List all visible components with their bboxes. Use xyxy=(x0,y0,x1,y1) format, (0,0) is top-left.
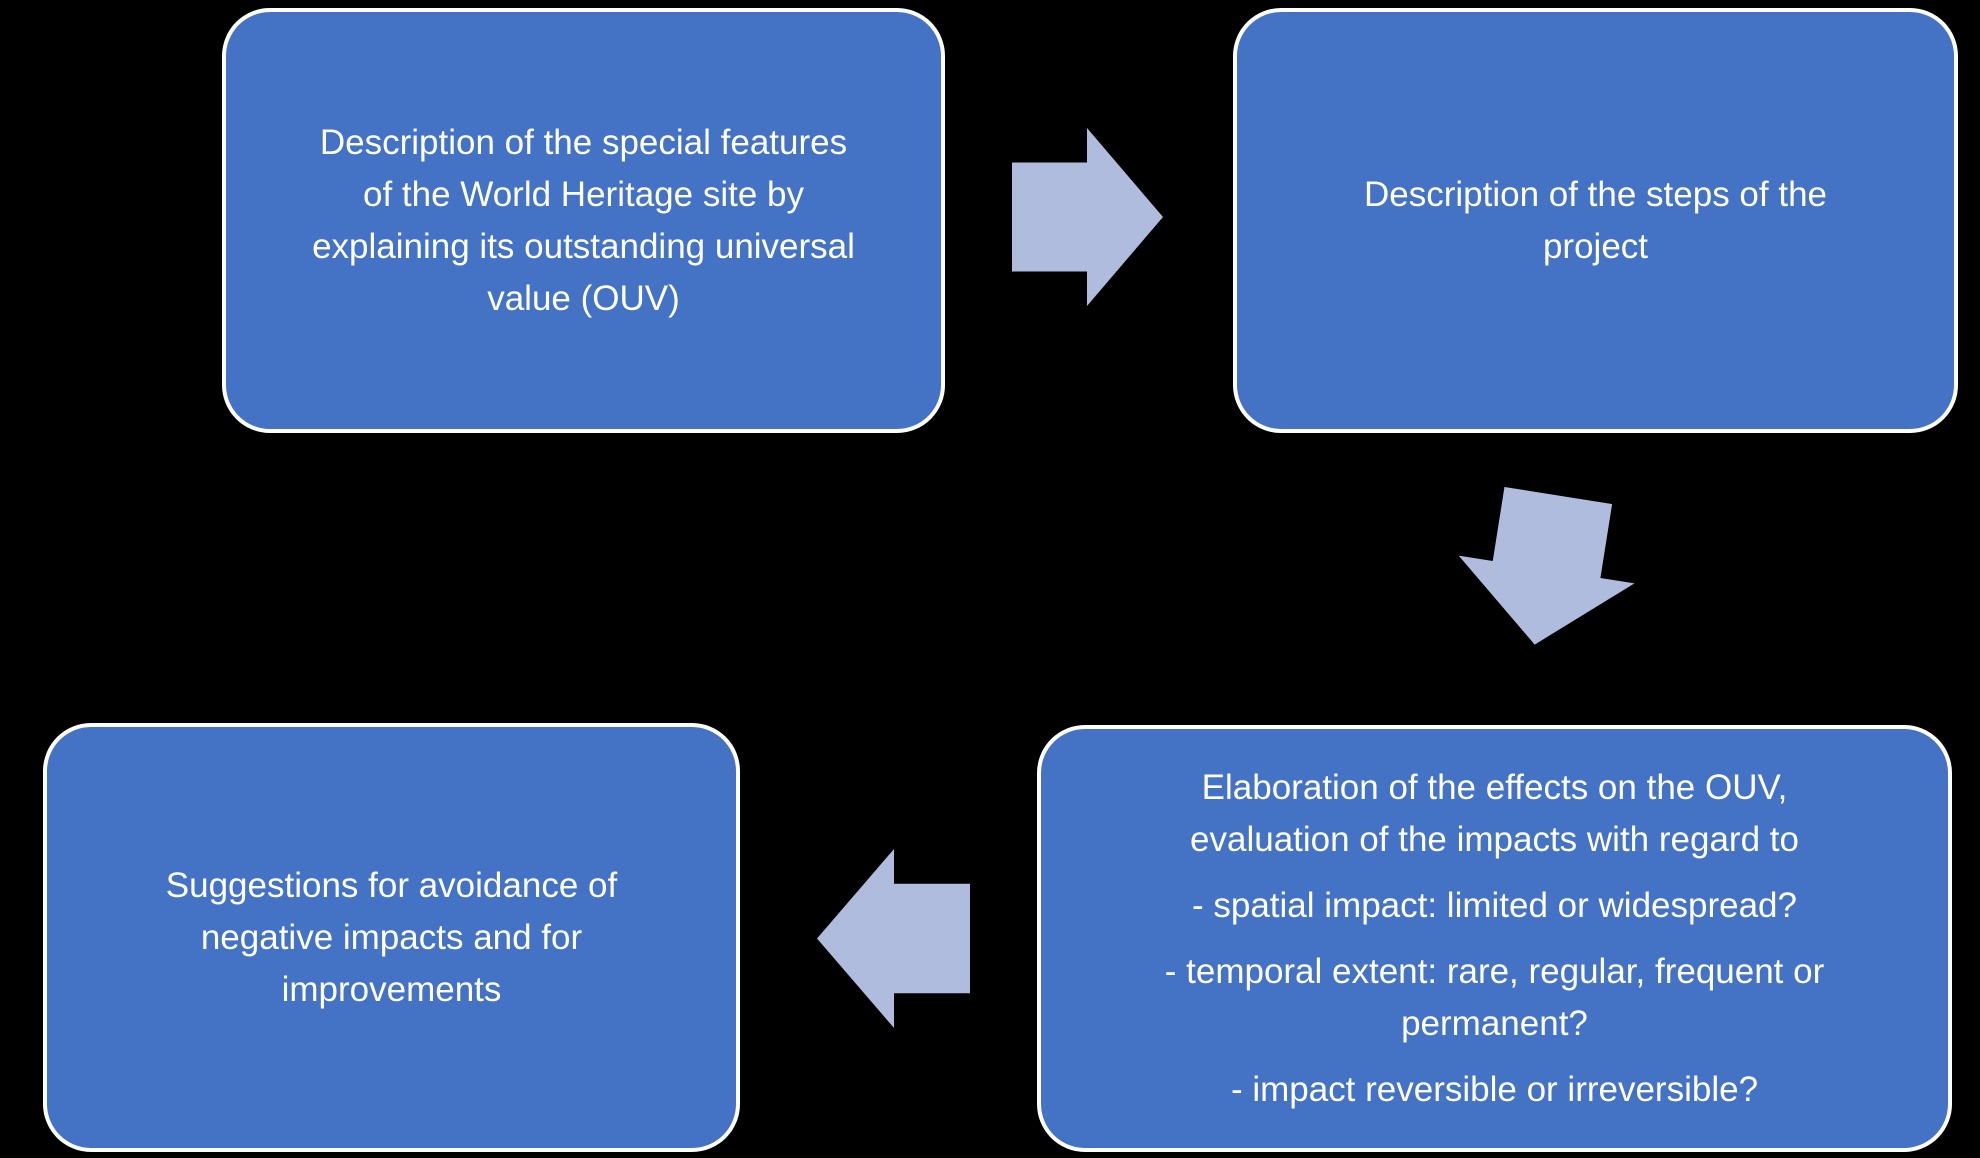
box-impact-evaluation: Elaboration of the effects on the OUV, e… xyxy=(1037,725,1952,1152)
arrow-right-icon xyxy=(1012,128,1163,306)
box-suggestions: Suggestions for avoidance of negative im… xyxy=(43,723,740,1152)
box-text-line: of the World Heritage site by xyxy=(363,174,804,214)
box-text-line: evaluation of the impacts with regard to xyxy=(1190,819,1799,859)
box-text-line: Elaboration of the effects on the OUV, xyxy=(1201,767,1788,807)
box-text-line: - spatial impact: limited or widespread? xyxy=(1192,885,1797,925)
box-text-line: improvements xyxy=(281,969,502,1009)
box-text-line: - temporal extent: rare, regular, freque… xyxy=(1164,951,1825,991)
arrow-down-icon xyxy=(1447,482,1646,659)
box-text-line: Description of the steps of the xyxy=(1363,174,1828,214)
box-text-line: project xyxy=(1542,226,1649,266)
box-paragraph: Elaboration of the effects on the OUV, e… xyxy=(1190,762,1799,866)
box-paragraph: - spatial impact: limited or widespread? xyxy=(1192,880,1797,932)
box-text-line: explaining its outstanding universal xyxy=(312,226,855,266)
box-paragraph: - impact reversible or irreversible? xyxy=(1231,1064,1758,1116)
box-project-steps: Description of the steps of the project xyxy=(1233,8,1958,433)
box-text-line: Suggestions for avoidance of xyxy=(165,865,618,905)
arrow-left-icon xyxy=(817,849,970,1028)
box-text-line: permanent? xyxy=(1401,1003,1588,1043)
box-text-line: value (OUV) xyxy=(487,278,680,318)
box-text-line: - impact reversible or irreversible? xyxy=(1230,1069,1759,1109)
box-text-line: Description of the special features xyxy=(319,122,848,162)
box-paragraph: - temporal extent: rare, regular, freque… xyxy=(1165,946,1825,1050)
box-ouv-description: Description of the special features of t… xyxy=(222,8,945,433)
box-text-line: negative impacts and for xyxy=(200,917,583,957)
